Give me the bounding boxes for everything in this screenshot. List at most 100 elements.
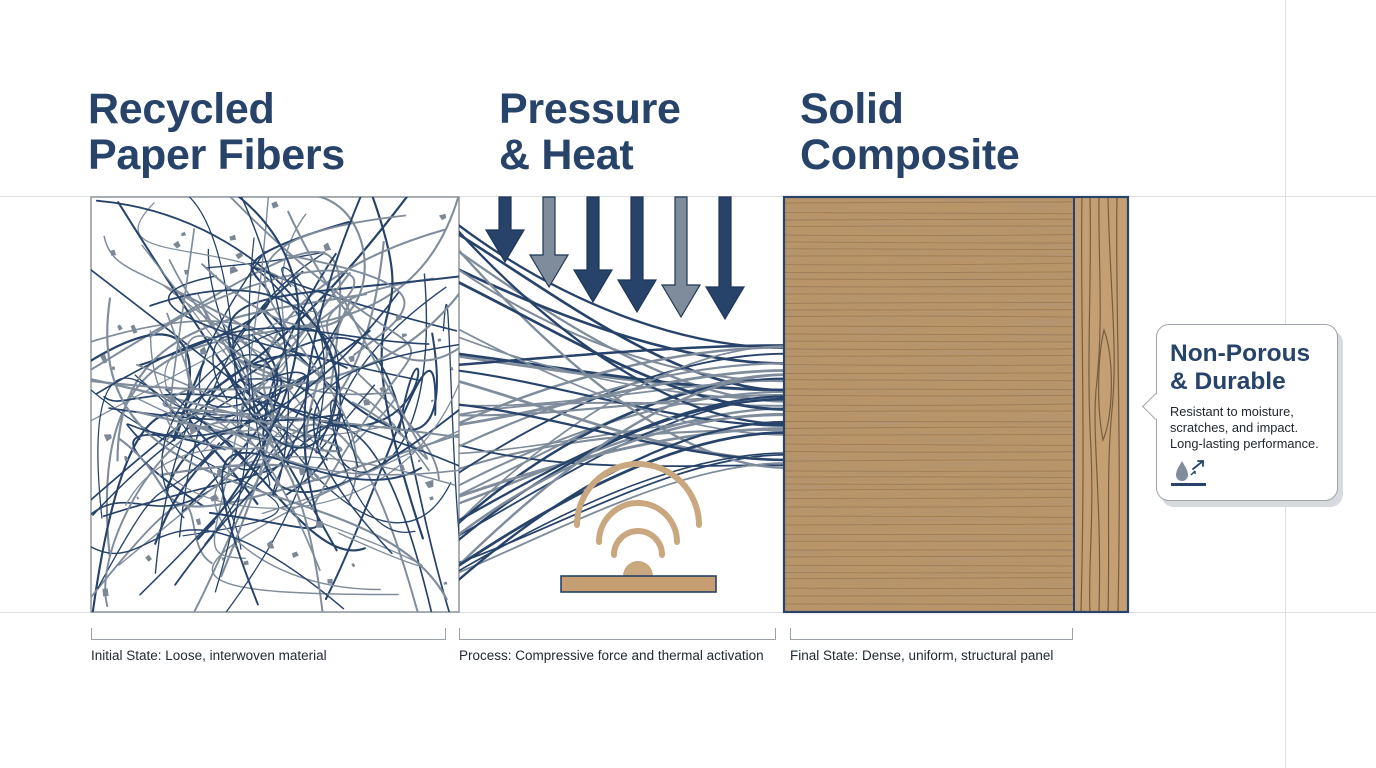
fiber-strand bbox=[91, 529, 345, 610]
fiber-fragment bbox=[173, 240, 181, 249]
wood-grain-line bbox=[784, 434, 1074, 436]
bracket-process bbox=[459, 628, 776, 640]
fiber-fragment bbox=[100, 354, 108, 364]
fiber-strand bbox=[91, 308, 348, 516]
fiber-fragment bbox=[145, 554, 152, 562]
down-arrow-icon bbox=[616, 196, 658, 314]
fiber-fragment bbox=[210, 493, 220, 502]
heading-line: Composite bbox=[800, 131, 1020, 179]
compressing-fibers bbox=[459, 223, 785, 582]
edge-grain-line bbox=[1107, 196, 1115, 613]
fiber-fragment bbox=[424, 479, 434, 489]
fiber-strand bbox=[165, 237, 271, 487]
fiber-strand bbox=[262, 228, 446, 422]
wood-grain-line bbox=[784, 355, 1074, 357]
edge-grain-line bbox=[1080, 196, 1084, 613]
wood-grain-line bbox=[784, 394, 1074, 397]
flow-strand bbox=[459, 462, 785, 574]
fiber-strand bbox=[105, 197, 459, 557]
fiber-fragment bbox=[402, 333, 408, 338]
fiber-strand bbox=[149, 269, 356, 346]
fiber-fragment bbox=[112, 366, 115, 370]
loose-fibers bbox=[91, 197, 459, 612]
flow-strand bbox=[459, 395, 785, 522]
fiber-strand bbox=[172, 288, 322, 385]
wood-grain-line bbox=[784, 451, 1074, 453]
fiber-fragment bbox=[188, 424, 196, 434]
wood-grain-line bbox=[784, 426, 1074, 429]
fiber-strand bbox=[169, 228, 321, 571]
fiber-fragment bbox=[351, 562, 356, 568]
flow-strand bbox=[459, 379, 785, 407]
wood-grain-line bbox=[784, 482, 1074, 485]
callout-title-line: & Durable bbox=[1170, 368, 1286, 395]
fiber-fragment bbox=[233, 544, 237, 548]
flow-strand bbox=[459, 407, 785, 505]
fiber-strand bbox=[442, 304, 459, 541]
fiber-strand bbox=[132, 433, 226, 508]
fiber-fragment bbox=[393, 467, 397, 471]
flow-strand bbox=[459, 268, 785, 365]
wood-grain-line bbox=[784, 564, 1074, 567]
fiber-strand bbox=[263, 214, 407, 503]
fiber-fragment bbox=[450, 366, 454, 371]
wood-grain-line bbox=[784, 201, 1074, 204]
heading-solid-composite: Solid Composite bbox=[800, 85, 1020, 179]
flow-strand bbox=[459, 344, 785, 366]
wood-grain-line bbox=[784, 523, 1074, 526]
fiber-strand bbox=[201, 197, 366, 328]
caption-process: Process: Compressive force and thermal a… bbox=[459, 648, 764, 663]
wood-grain-line bbox=[784, 271, 1074, 274]
fiber-fragment bbox=[229, 266, 239, 275]
fiber-fragment bbox=[395, 315, 402, 322]
fiber-strand bbox=[91, 503, 213, 599]
wood-grain-line bbox=[784, 364, 1074, 366]
wood-grain-line bbox=[784, 302, 1074, 304]
wood-grain-line bbox=[784, 285, 1074, 288]
heading-pressure-heat: Pressure & Heat bbox=[499, 86, 681, 178]
heating-plate bbox=[560, 575, 717, 593]
fiber-strand bbox=[330, 399, 416, 533]
down-arrow-icon bbox=[704, 196, 746, 321]
non-porous-callout: Non-Porous & Durable Resistant to moistu… bbox=[1142, 324, 1338, 501]
fiber-fragment bbox=[400, 464, 405, 471]
callout-body-line: Resistant to moisture, bbox=[1170, 404, 1294, 419]
fiber-fragment bbox=[429, 496, 434, 501]
wood-grain-line bbox=[784, 459, 1074, 462]
fiber-strand bbox=[161, 381, 459, 509]
down-arrow-icon bbox=[660, 196, 702, 319]
fiber-fragment bbox=[286, 383, 294, 392]
fiber-fragment bbox=[235, 251, 244, 260]
edge-grain-line bbox=[1088, 196, 1093, 613]
fiber-strand bbox=[324, 369, 437, 600]
wood-grain-line bbox=[784, 476, 1074, 479]
fiber-fragment bbox=[323, 242, 332, 251]
flow-strand bbox=[459, 328, 785, 436]
fiber-fragment bbox=[363, 399, 370, 406]
wood-grain-line bbox=[784, 255, 1074, 257]
fiber-strand bbox=[166, 312, 256, 396]
wood-grain-line bbox=[784, 241, 1074, 244]
fiber-strand bbox=[227, 275, 459, 552]
fiber-fragment bbox=[316, 521, 323, 528]
wood-grain-line bbox=[784, 340, 1074, 343]
heading-line: & Heat bbox=[499, 131, 634, 179]
wood-grain-line bbox=[784, 333, 1074, 336]
fiber-strand bbox=[221, 451, 422, 606]
fiber-strand bbox=[225, 266, 325, 612]
callout-title: Non-Porous & Durable bbox=[1170, 340, 1310, 396]
fiber-fragment bbox=[136, 496, 140, 500]
fiber-strand bbox=[135, 363, 273, 450]
fiber-fragment bbox=[437, 338, 442, 342]
flow-strand bbox=[459, 362, 785, 448]
fiber-fragment bbox=[326, 384, 331, 389]
fiber-strand bbox=[103, 393, 459, 467]
edge-grain-line bbox=[1116, 196, 1120, 613]
guide-line-top bbox=[0, 196, 1376, 197]
wood-grain-line bbox=[784, 372, 1074, 374]
wood-grain-line bbox=[784, 555, 1074, 558]
fiber-fragment bbox=[181, 231, 187, 237]
fiber-strand bbox=[281, 508, 423, 567]
fiber-strand bbox=[212, 336, 251, 593]
heading-line: Solid bbox=[800, 85, 904, 133]
